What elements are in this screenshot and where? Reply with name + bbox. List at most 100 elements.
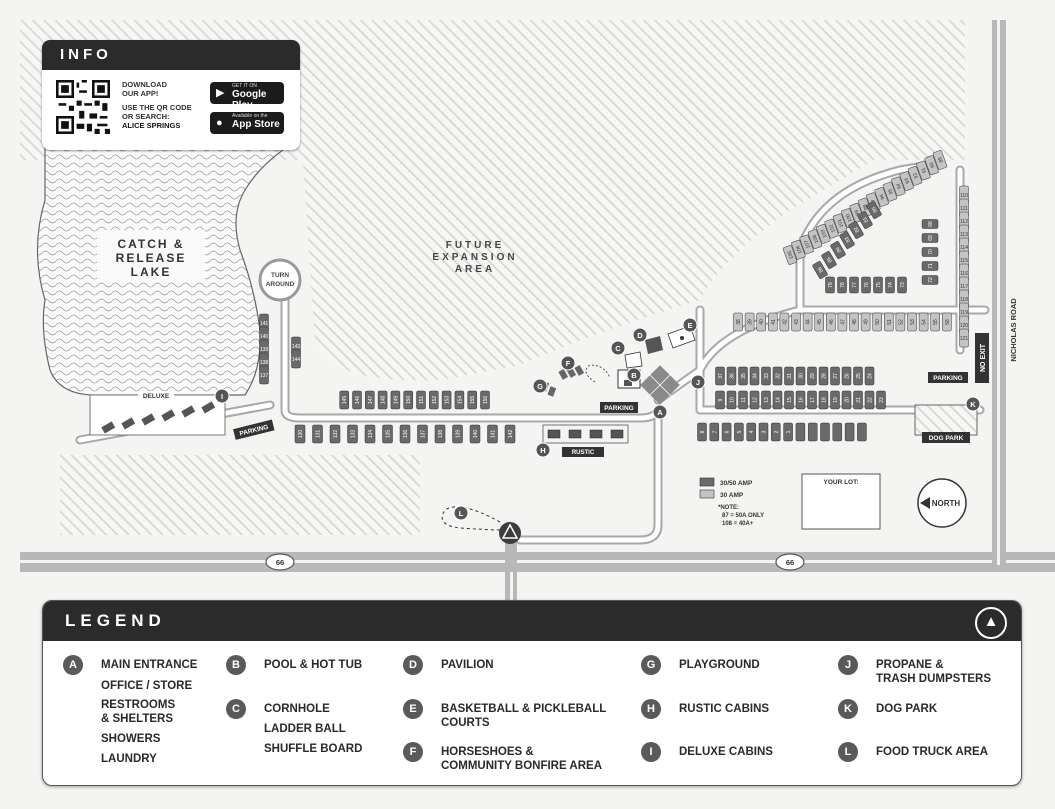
svg-text:23: 23 (879, 397, 885, 403)
svg-text:4: 4 (749, 430, 755, 433)
your-lot-label: YOUR LOT: (823, 479, 858, 486)
svg-text:6: 6 (725, 430, 731, 433)
campsite-light: 49 (860, 312, 871, 332)
svg-text:31: 31 (787, 373, 793, 379)
svg-text:141: 141 (260, 321, 269, 327)
svg-text:54: 54 (922, 319, 928, 325)
campsite: 24 (864, 366, 875, 386)
svg-text:111: 111 (960, 206, 968, 212)
svg-text:26: 26 (845, 373, 851, 379)
campsite: 31 (784, 366, 794, 386)
svg-text:131: 131 (316, 430, 322, 439)
campsite-light: 91 (916, 160, 931, 181)
svg-text:155: 155 (470, 396, 476, 405)
campsite (795, 422, 806, 442)
future-label-2: EXPANSION (432, 252, 517, 263)
campsite: 147 (365, 390, 375, 410)
campsite: 155 (467, 390, 477, 410)
deluxe-cabin (141, 413, 156, 426)
food-truck-loop (441, 506, 504, 531)
campsite: 150 (403, 390, 413, 410)
hwy-label-east: 66 (786, 558, 794, 567)
legend-a-sub-0: OFFICE / STORE (101, 680, 193, 692)
campsite: 34 (749, 366, 760, 386)
campsite-light: 41 (768, 312, 778, 332)
campsite-light: 92 (907, 166, 923, 186)
campsite-light: 39 (744, 312, 755, 332)
svg-text:40: 40 (759, 319, 765, 325)
svg-text:14: 14 (776, 397, 782, 403)
deluxe-cabin (201, 401, 216, 414)
svg-text:154: 154 (457, 396, 463, 405)
campsite: 11 (738, 390, 748, 410)
campsite: 15 (784, 390, 794, 410)
campsite: 142 (504, 424, 516, 444)
svg-text:136: 136 (403, 430, 409, 439)
svg-text:20: 20 (845, 397, 851, 403)
legend-label-f-2: COMMUNITY BONFIRE AREA (441, 760, 602, 772)
svg-text:144: 144 (292, 357, 301, 363)
lake-label-2: RELEASE (116, 251, 187, 265)
deluxe-cabin (181, 405, 196, 418)
campsite: 16 (795, 390, 806, 410)
campsite: 1 (783, 422, 793, 442)
campsite: 4 (746, 422, 756, 442)
legend-a-sub-1: RESTROOMS (101, 699, 176, 711)
dog-park-label: DOG PARK (929, 435, 964, 442)
campsite: 81 (857, 211, 873, 229)
campsite: 36 (726, 366, 737, 386)
campsite: 3 (758, 422, 769, 442)
svg-text:52: 52 (898, 319, 904, 325)
google-play-button[interactable]: ▶ GET IT ON Google Play (210, 82, 284, 111)
campsite: 33 (761, 366, 771, 386)
map-marker-e: E (682, 317, 698, 333)
app-store-button[interactable]: ● Available on the App Store (210, 112, 284, 134)
campsite: 138 (434, 424, 446, 444)
play-icon: ▶ (216, 87, 225, 99)
campsite: 25 (853, 366, 863, 386)
campsite: 137 (417, 424, 428, 444)
svg-text:107: 107 (803, 239, 812, 249)
campsite: 83 (839, 231, 855, 249)
parking-label-center: PARKING (604, 405, 634, 412)
svg-text:135: 135 (386, 430, 392, 439)
legend-a-sub-3: SHOWERS (101, 733, 161, 745)
svg-text:10: 10 (730, 397, 736, 403)
qr-code-icon[interactable] (56, 80, 110, 134)
svg-text:50: 50 (875, 319, 881, 325)
campsite: 152 (429, 390, 439, 410)
app-search-term: ALICE SPRINGS (122, 121, 181, 130)
campsite-light: 101 (832, 213, 848, 234)
svg-text:149: 149 (393, 396, 399, 405)
campsite: 37 (715, 366, 725, 386)
svg-text:H: H (540, 446, 545, 455)
svg-text:44: 44 (806, 319, 812, 325)
app-line-or-search: OR SEARCH: (122, 112, 170, 121)
svg-text:94: 94 (895, 182, 903, 189)
campsite: 79 (825, 276, 835, 294)
svg-text:69: 69 (928, 235, 934, 241)
rustic-cabin (589, 429, 603, 439)
svg-text:106: 106 (795, 244, 804, 254)
map-marker-k: K (965, 396, 981, 412)
campsite: 73 (897, 276, 907, 294)
campsite: 135 (382, 424, 393, 444)
map-marker-a: A (652, 404, 668, 420)
app-line-use-qr: USE THE QR CODE (122, 103, 192, 112)
svg-text:42: 42 (782, 319, 788, 325)
campsite-light: 42 (779, 312, 790, 332)
campground-map: TURN AROUND CATCH & RELEASE LAKE FUTURE … (20, 20, 1055, 600)
campsite: 7 (709, 422, 720, 442)
rustic-cabin (610, 429, 624, 439)
campsite-light: 89 (932, 150, 948, 170)
campsite: 8 (697, 422, 707, 442)
campsite: 76 (861, 276, 871, 294)
campsite-light: 56 (942, 312, 952, 332)
campsite: 32 (772, 366, 783, 386)
map-marker-h: H (535, 442, 551, 458)
campsite: 153 (441, 390, 452, 410)
svg-text:80: 80 (871, 205, 879, 213)
svg-text:A: A (657, 408, 663, 417)
campsite: 156 (480, 390, 490, 410)
svg-text:152: 152 (432, 396, 438, 405)
